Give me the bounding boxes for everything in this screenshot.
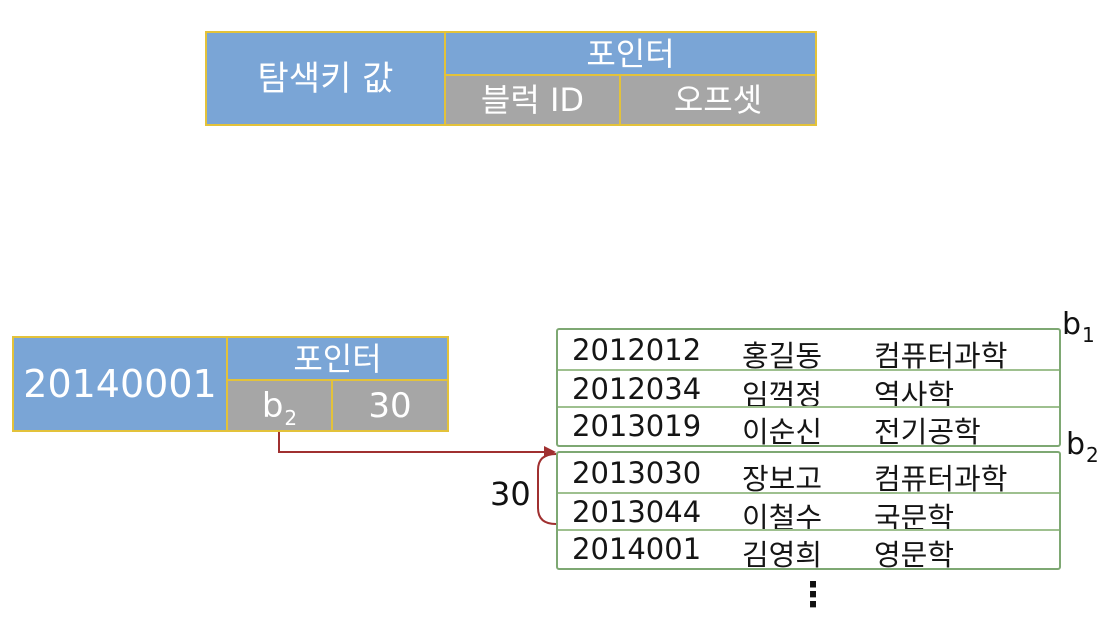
continuation-ellipsis: ⋮ (796, 575, 830, 615)
record-name: 홍길동 (742, 339, 823, 373)
record-id: 2013030 (572, 456, 702, 490)
record-name: 장보고 (742, 462, 823, 496)
pointer-arrow (278, 432, 548, 453)
offset-brace (537, 453, 557, 525)
record-row: 2013044 이철수 국문학 (558, 492, 1059, 535)
record-row: 2012034 임꺽정 역사학 (558, 369, 1059, 412)
pointer-arrowhead (544, 446, 556, 458)
record-id: 2012034 (572, 372, 702, 406)
record-row: 2013019 이순신 전기공학 (558, 406, 1059, 449)
record-name: 김영희 (742, 538, 823, 572)
offset-annotation: 30 (490, 475, 531, 513)
offset-header: 오프셋 (619, 74, 817, 126)
block-id-header: 블럭 ID (444, 74, 621, 126)
index-offset-cell: 30 (331, 379, 449, 432)
record-id: 2012012 (572, 333, 702, 367)
pointer-header: 포인터 (444, 31, 817, 76)
record-dept: 전기공학 (874, 415, 981, 449)
record-id: 2013044 (572, 495, 702, 529)
record-name: 이순신 (742, 415, 823, 449)
block-label-b1: b1 (1062, 307, 1095, 347)
record-id: 2013019 (572, 409, 702, 443)
index-block-value: b2 (261, 385, 298, 430)
record-row: 2013030 장보고 컴퓨터과학 (558, 455, 1059, 496)
record-id: 2014001 (572, 532, 702, 566)
record-row: 2012012 홍길동 컴퓨터과학 (558, 332, 1059, 373)
record-dept: 영문학 (874, 538, 955, 572)
record-block-b1: 2012012 홍길동 컴퓨터과학 2012034 임꺽정 역사학 201301… (556, 328, 1061, 449)
record-dept: 컴퓨터과학 (874, 462, 1008, 496)
index-block-cell: b2 (226, 379, 333, 432)
search-key-header: 탐색키 값 (205, 31, 446, 126)
record-row: 2014001 김영희 영문학 (558, 529, 1059, 572)
index-pointer-header: 포인터 (226, 336, 449, 381)
block-label-b2: b2 (1066, 427, 1099, 467)
record-block-b2: 2013030 장보고 컴퓨터과학 2013044 이철수 국문학 201400… (556, 451, 1061, 572)
index-key-cell: 20140001 (12, 336, 228, 432)
record-dept: 컴퓨터과학 (874, 339, 1008, 373)
